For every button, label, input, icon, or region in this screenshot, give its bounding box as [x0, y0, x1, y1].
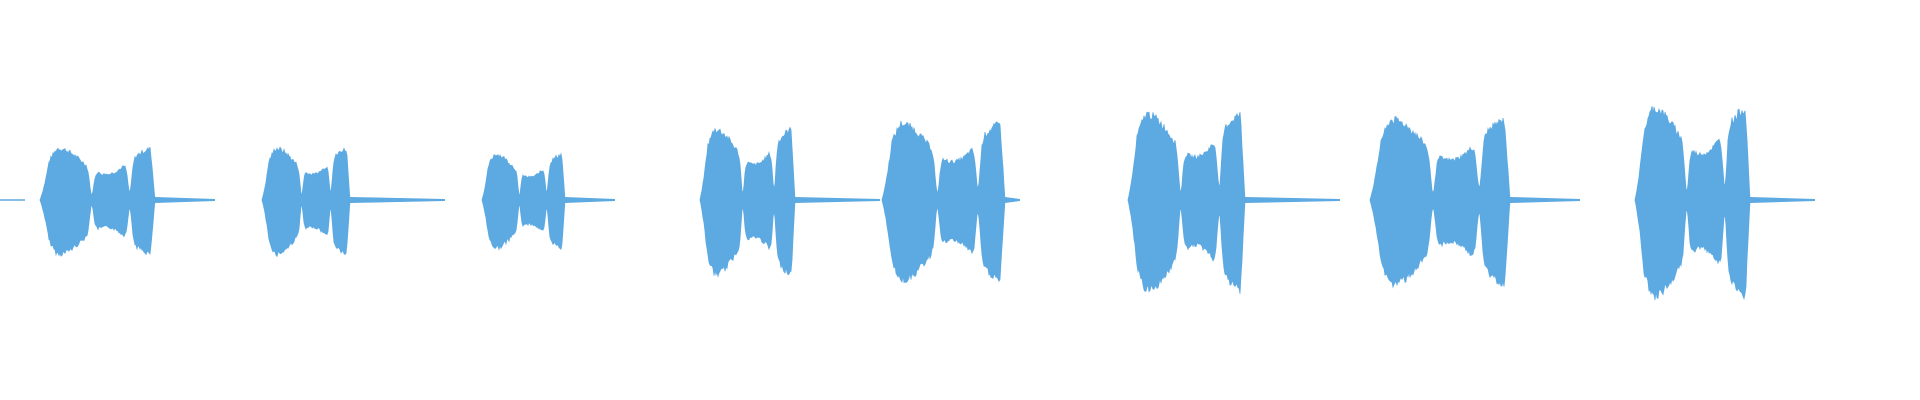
waveform-segment-2 — [261, 146, 351, 258]
waveform-tail-8 — [1750, 197, 1815, 203]
waveform-tail-4 — [795, 197, 880, 203]
waveform-tail-5 — [1005, 197, 1020, 203]
waveform-segment-8 — [1634, 106, 1751, 301]
waveform-tail-7 — [1510, 197, 1580, 203]
waveform-segments — [39, 106, 1815, 301]
waveform-tail-2 — [350, 197, 445, 203]
waveform-segment-3 — [481, 152, 566, 251]
waveform-segment-5 — [881, 120, 1006, 284]
waveform-segment-1 — [39, 146, 156, 257]
waveform-segment-4 — [699, 126, 796, 278]
waveform-tail-6 — [1245, 197, 1340, 203]
waveform-segment-6 — [1127, 111, 1246, 294]
waveform-tail-1 — [155, 197, 215, 203]
waveform-tail-3 — [565, 197, 615, 203]
waveform-segment-7 — [1369, 116, 1511, 289]
